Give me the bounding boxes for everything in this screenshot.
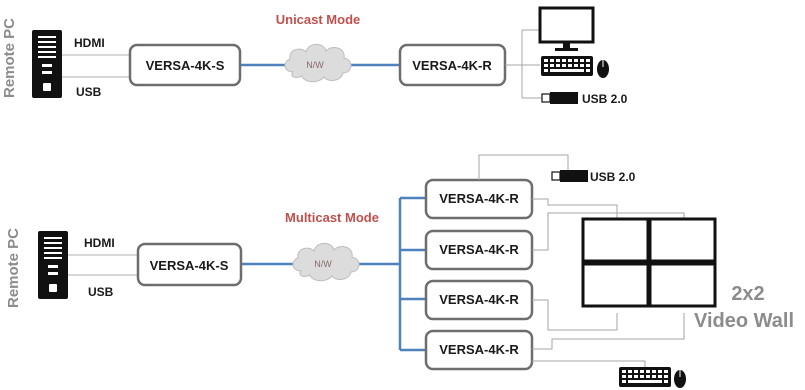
- pc-tower-icon: [32, 30, 62, 98]
- usb-device-label: USB 2.0: [582, 92, 628, 106]
- sender-label-2: VERSA-4K-S: [150, 258, 229, 273]
- usb-device-label-2: USB 2.0: [590, 170, 636, 184]
- multicast-mode-title: Multicast Mode: [285, 210, 379, 225]
- receiver-box: VERSA-4K-R: [398, 43, 507, 87]
- keyboard-icon: [541, 56, 593, 76]
- usb-label: USB: [76, 85, 102, 99]
- monitor-icon: [648, 217, 717, 263]
- video-wall: [581, 217, 717, 308]
- receiver-label: VERSA-4K-R: [439, 242, 519, 257]
- usb-label-2: USB: [88, 285, 114, 299]
- video-wall-label: Video Wall: [694, 310, 794, 332]
- monitor-icon: [648, 262, 717, 308]
- mouse-icon: [596, 59, 610, 79]
- sender-label: VERSA-4K-S: [146, 58, 225, 73]
- unicast-section: Remote PC HDMI USB VERSA-4K-S N/W Unicas…: [1, 6, 628, 106]
- multicast-section: Remote PC HDMI USB VERSA-4K-S N/W Multic…: [5, 154, 794, 389]
- video-wall-size-label: 2x2: [731, 283, 764, 305]
- hdmi-label: HDMI: [74, 36, 105, 50]
- pc-tower-icon-2: [38, 231, 68, 299]
- hdmi-label-2: HDMI: [84, 236, 115, 250]
- receiver-box-1: VERSA-4K-R: [424, 178, 534, 220]
- receiver-box-2: VERSA-4K-R: [424, 229, 534, 271]
- network-label-2: N/W: [314, 259, 332, 269]
- receiver-box-3: VERSA-4K-R: [424, 279, 534, 321]
- receiver-wiring: [478, 154, 685, 367]
- sender-box: VERSA-4K-S: [128, 43, 242, 87]
- monitor-icon: [581, 262, 650, 308]
- monitor-icon: [538, 6, 595, 51]
- peripheral-links: [505, 29, 544, 99]
- network-label: N/W: [306, 60, 324, 70]
- receiver-label: VERSA-4K-R: [412, 58, 492, 73]
- multicast-bus: [398, 196, 426, 352]
- remote-pc-label-2: Remote PC: [5, 228, 22, 308]
- usb-stick-icon: [541, 91, 579, 105]
- receiver-label: VERSA-4K-R: [439, 191, 519, 206]
- receiver-box-4: VERSA-4K-R: [424, 329, 534, 371]
- usb-stick-icon-2: [551, 169, 589, 183]
- receiver-label: VERSA-4K-R: [439, 342, 519, 357]
- receiver-label: VERSA-4K-R: [439, 292, 519, 307]
- sender-box-2: VERSA-4K-S: [136, 242, 243, 287]
- mouse-icon-2: [673, 369, 687, 389]
- unicast-mode-title: Unicast Mode: [276, 12, 361, 27]
- remote-pc-label: Remote PC: [1, 18, 18, 98]
- keyboard-icon-2: [619, 367, 671, 387]
- monitor-icon: [581, 217, 650, 263]
